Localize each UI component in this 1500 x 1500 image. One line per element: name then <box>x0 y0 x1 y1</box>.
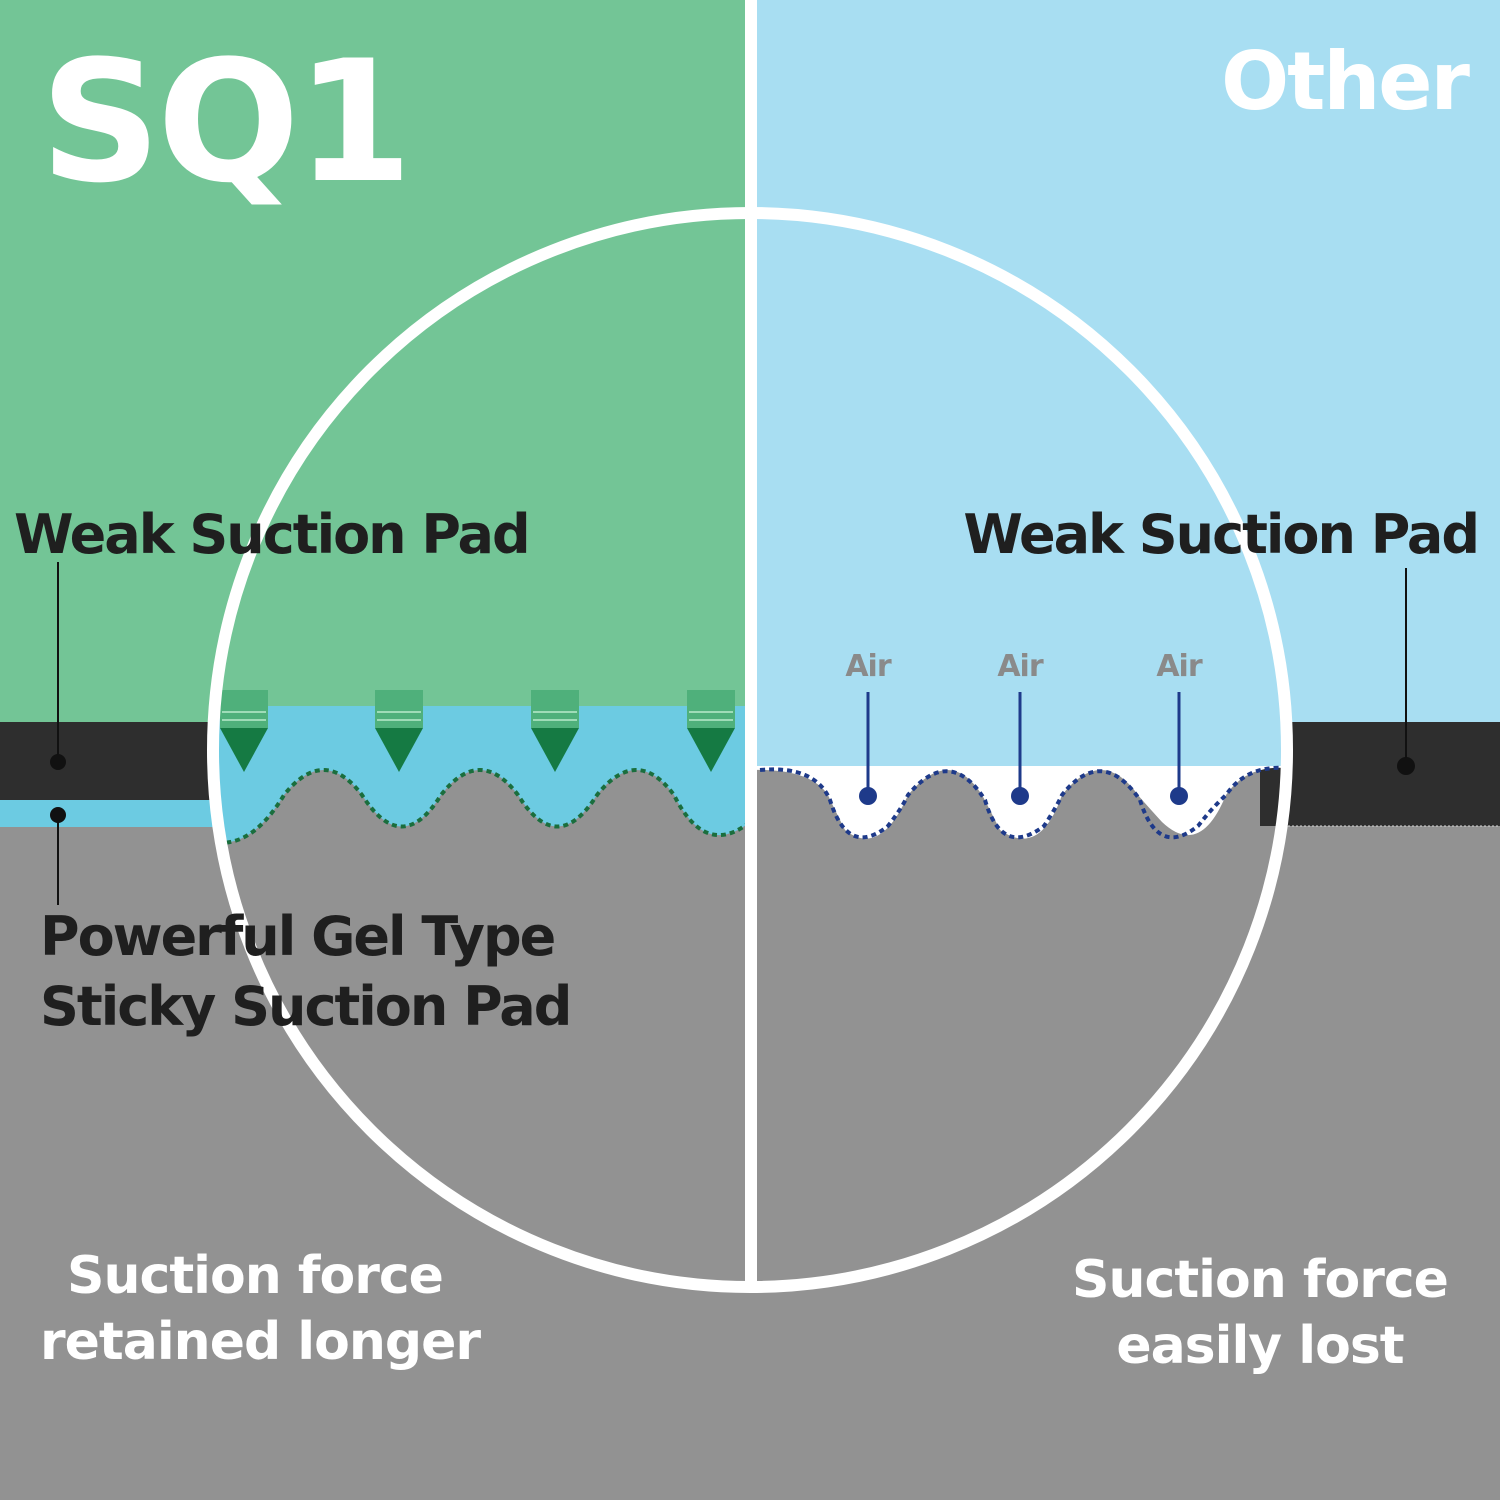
spike-1 <box>220 690 268 772</box>
air-label-1: Air <box>845 649 891 684</box>
sq1-brand-title: SQ1 <box>40 24 413 220</box>
left-result-line2: retained longer <box>40 1312 481 1372</box>
air-pointers <box>859 692 1188 805</box>
gel-pad-label-line2: Sticky Suction Pad <box>40 975 572 1038</box>
magnifier-circle <box>207 207 1293 1293</box>
right-result-line2: easily lost <box>1116 1316 1404 1376</box>
gel-spikes <box>220 690 735 772</box>
air-label-3: Air <box>1156 649 1202 684</box>
gel-dotted-edge <box>215 768 750 845</box>
air-label-2: Air <box>997 649 1043 684</box>
center-divider <box>745 0 757 1285</box>
left-result-line1: Suction force <box>67 1246 444 1306</box>
spike-4 <box>687 690 735 772</box>
other-brand-title: Other <box>1221 35 1470 128</box>
left-weak-pad-label: Weak Suction Pad <box>14 503 531 566</box>
left-gel-strip <box>0 800 240 827</box>
left-leaders <box>50 562 66 905</box>
pad-dotted-edge <box>759 765 1285 840</box>
left-weak-pad-strip <box>0 722 240 800</box>
right-weak-pad-label: Weak Suction Pad <box>963 503 1480 566</box>
gel-fill <box>215 706 750 843</box>
right-result-line1: Suction force <box>1072 1250 1449 1310</box>
spike-2 <box>375 690 423 772</box>
right-leader <box>1397 568 1415 775</box>
gel-pad-label-line1: Powerful Gel Type <box>40 905 556 968</box>
right-weak-pad-strip <box>1260 722 1500 826</box>
spike-3 <box>531 690 579 772</box>
